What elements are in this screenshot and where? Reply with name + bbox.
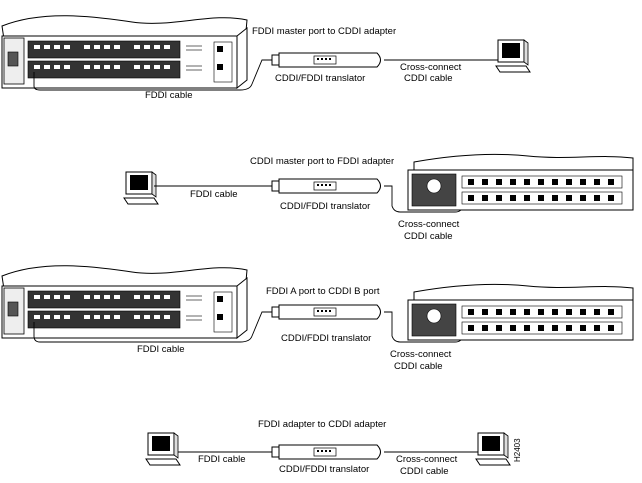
switch-chassis [407,153,634,211]
right-cable-label-l1: Cross-connect [390,349,452,360]
right-cable-label-l2: CDDI cable [404,231,453,242]
router-chassis [1,15,248,89]
right-cable-label-l1: Cross-connect [396,454,458,465]
panel-3: FDDI A port to CDDI B port FDDI cable CD… [1,265,634,372]
router-chassis [1,265,248,339]
translator-label: CDDI/FDDI translator [281,333,371,344]
left-cable-label: FDDI cable [198,454,246,465]
translator-label: CDDI/FDDI translator [279,464,369,475]
translator-module [271,52,381,68]
figure-id: H2403 [513,438,522,462]
right-cable-label-l2: CDDI cable [400,466,449,477]
right-cable-label-l1: Cross-connect [398,219,460,230]
left-cable-label: FDDI cable [137,344,185,355]
right-cable-label-l2: CDDI cable [394,361,443,372]
translator-module [271,178,381,194]
left-cable-label: FDDI cable [145,90,193,101]
translator-label: CDDI/FDDI translator [275,73,365,84]
panel-2: CDDI master port to FDDI adapter FDDI ca… [123,153,634,242]
workstation [475,432,511,466]
workstation [145,432,181,466]
panel-title: CDDI master port to FDDI adapter [250,156,394,167]
panel-4: FDDI adapter to CDDI adapter FDDI cable … [145,419,511,477]
fddi-cable-line [33,59,272,91]
left-cable-label: FDDI cable [190,189,238,200]
switch-chassis [407,283,634,341]
translator-module [271,444,381,460]
panel-title: FDDI master port to CDDI adapter [252,26,396,37]
panel-title: FDDI adapter to CDDI adapter [258,419,386,430]
panel-title: FDDI A port to CDDI B port [266,286,380,297]
workstation [495,39,531,73]
right-cable-label-l2: CDDI cable [404,73,453,84]
translator-label: CDDI/FDDI translator [280,201,370,212]
workstation [123,171,159,205]
panel-1: FDDI master port to CDDI adapter FDDI ca… [1,15,531,101]
right-cable-label-l1: Cross-connect [400,62,462,73]
fddi-cable-line [33,311,272,343]
translator-module [271,304,381,320]
